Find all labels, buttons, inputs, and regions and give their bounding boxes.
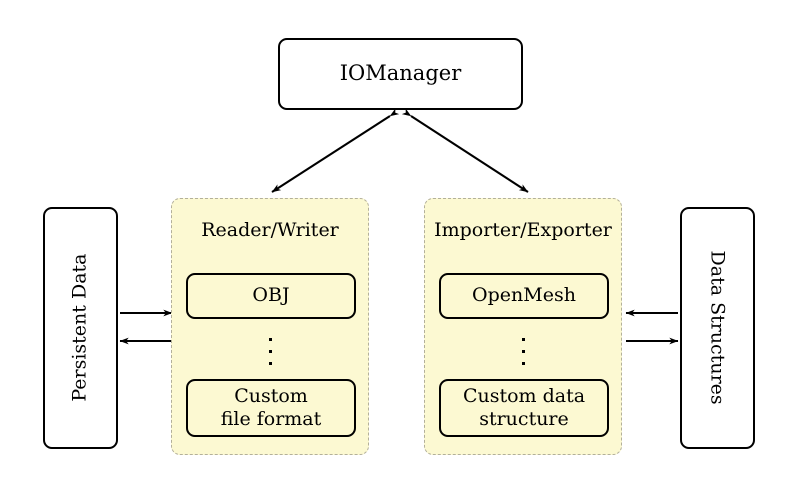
ellipsis-importer-exporter xyxy=(521,338,525,365)
node-obj-label: OBJ xyxy=(252,284,290,307)
node-data-structures-label: Data Structures xyxy=(707,250,730,406)
ellipsis-reader-writer xyxy=(268,338,272,365)
node-persistent-data[interactable]: Persistent Data xyxy=(43,207,118,449)
node-custom-file-format-line2: file format xyxy=(220,408,322,430)
node-obj[interactable]: OBJ xyxy=(186,273,356,319)
arrow-iomanager-reader-writer xyxy=(271,108,400,193)
node-custom-data-structure[interactable]: Custom data structure xyxy=(439,379,609,437)
node-data-structures[interactable]: Data Structures xyxy=(680,207,755,449)
node-openmesh-label: OpenMesh xyxy=(472,284,576,307)
node-custom-file-format-line1: Custom xyxy=(234,384,308,407)
node-custom-data-structure-line2: structure xyxy=(479,408,569,430)
node-iomanager[interactable]: IOManager xyxy=(278,38,523,110)
group-reader-writer-title: Reader/Writer xyxy=(201,219,339,241)
arrow-iomanager-importer-exporter xyxy=(401,108,529,193)
node-custom-file-format[interactable]: Custom file format xyxy=(186,379,356,437)
node-iomanager-label: IOManager xyxy=(339,61,462,86)
node-persistent-data-label: Persistent Data xyxy=(68,253,91,403)
group-reader-writer: Reader/Writer OBJ Custom file format xyxy=(171,198,369,455)
group-importer-exporter-title: Importer/Exporter xyxy=(434,219,612,241)
node-custom-data-structure-line1: Custom data xyxy=(462,384,586,407)
group-importer-exporter: Importer/Exporter OpenMesh Custom data s… xyxy=(424,198,622,455)
node-openmesh[interactable]: OpenMesh xyxy=(439,273,609,319)
